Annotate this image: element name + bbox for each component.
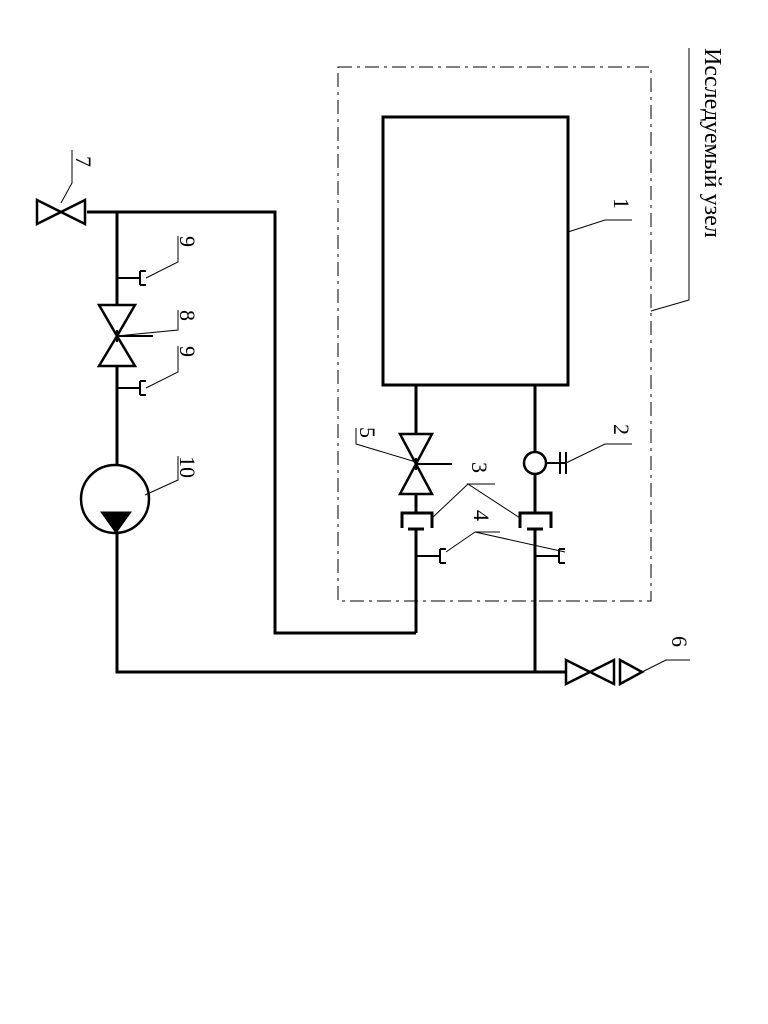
callout-2-group: 2 <box>609 424 634 435</box>
leader-9-top <box>145 236 179 279</box>
vessel <box>381 115 570 387</box>
callout-4-group: 4 <box>469 510 494 521</box>
valve-6 <box>564 657 645 687</box>
leader-9-bottom <box>145 346 179 389</box>
leader-8 <box>116 310 179 337</box>
callout-7-group: 7 <box>71 156 96 167</box>
callout-6: 6 <box>667 636 692 647</box>
leader-3-right <box>466 483 521 519</box>
boundary-label-leader <box>650 48 690 312</box>
pipe-bottom-main <box>115 530 535 674</box>
callout-3: 3 <box>467 462 492 473</box>
callout-2: 2 <box>609 424 634 435</box>
leader-4-right <box>474 531 566 553</box>
pump-10 <box>79 463 151 535</box>
tap-4-left <box>416 548 446 564</box>
callout-9-top-group: 9 <box>175 236 200 247</box>
callout-7: 7 <box>71 156 96 167</box>
callout-4: 4 <box>469 510 494 521</box>
callout-10-group: 10 <box>175 456 200 478</box>
callout-5-group: 5 <box>355 427 380 438</box>
control-valve-5 <box>397 432 452 496</box>
control-valve-8 <box>96 303 153 368</box>
callout-9-bottom-group: 9 <box>175 346 200 357</box>
valve-7 <box>35 197 87 227</box>
coupling-3-right <box>518 511 553 531</box>
callout-1: 1 <box>609 198 634 209</box>
tap-4-right <box>535 548 565 564</box>
leader-10 <box>144 456 179 496</box>
leader-7 <box>60 150 73 204</box>
callout-9-top: 9 <box>175 236 200 247</box>
boundary-label-group: Исследуемый узел <box>699 48 725 238</box>
callout-5: 5 <box>355 427 380 438</box>
callout-1-group: 1 <box>609 198 634 209</box>
tap-9-bottom <box>117 380 146 396</box>
callout-10: 10 <box>175 456 200 478</box>
test-unit-boundary <box>337 66 652 602</box>
callout-6-group: 6 <box>667 636 692 647</box>
leader-6 <box>641 659 690 673</box>
leader-4-left <box>445 531 476 553</box>
callout-9-bottom: 9 <box>175 346 200 357</box>
callout-3-group: 3 <box>467 462 492 473</box>
callout-8: 8 <box>175 310 200 321</box>
pipe-return-loop <box>87 210 416 635</box>
leader-3-left <box>431 483 469 519</box>
boundary-label: Исследуемый узел <box>699 48 725 238</box>
leader-5 <box>355 428 417 463</box>
coupling-3-left <box>400 511 434 531</box>
callout-8-group: 8 <box>175 310 200 321</box>
manometer-2 <box>522 450 567 476</box>
tap-9-top <box>117 270 146 286</box>
leader-2 <box>565 443 632 464</box>
leader-1 <box>567 219 632 233</box>
